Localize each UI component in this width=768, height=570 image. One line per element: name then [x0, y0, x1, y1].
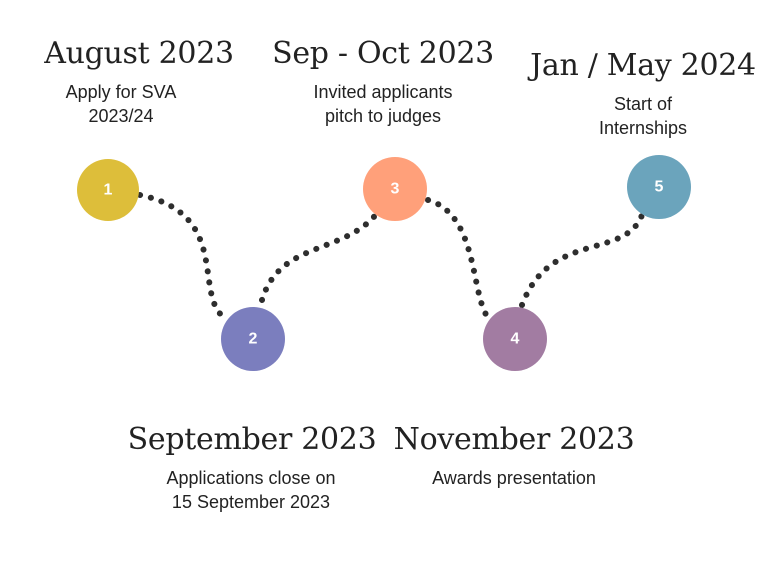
milestone-circle-4 [483, 307, 547, 371]
milestone-node-2: 2 [221, 307, 285, 371]
milestone-node-1: 1 [77, 159, 139, 221]
milestone-description-5: Start of Internships [598, 94, 688, 138]
milestone-node-4: 4 [483, 307, 547, 371]
milestone-number-2: 2 [249, 331, 258, 348]
milestone-circle-5 [627, 155, 691, 219]
milestone-number-3: 3 [391, 181, 400, 198]
milestone-title-5: Jan / May 2024 [530, 48, 756, 83]
milestone-title-2: September 2023 [127, 422, 377, 457]
milestone-circle-2 [221, 307, 285, 371]
milestone-circle-3 [363, 157, 427, 221]
milestone-title-3: Sep - Oct 2023 [272, 36, 494, 71]
milestone-description-4: Awards presentation [432, 468, 596, 488]
milestone-description-2: Applications close on 15 September 2023 [166, 468, 336, 512]
milestone-circle-1 [77, 159, 139, 221]
milestone-number-1: 1 [104, 182, 113, 199]
milestone-node-3: 3 [363, 157, 427, 221]
milestone-title-1: August 2023 [44, 36, 234, 71]
milestone-description-3: Invited applicants pitch to judges [313, 82, 453, 126]
milestone-number-5: 5 [655, 179, 664, 196]
milestone-title-4: November 2023 [393, 422, 635, 457]
milestone-number-4: 4 [511, 331, 520, 348]
milestone-description-1: Apply for SVA 2023/24 [65, 82, 177, 126]
dotted-connector-path [137, 192, 645, 323]
milestone-node-5: 5 [627, 155, 691, 219]
